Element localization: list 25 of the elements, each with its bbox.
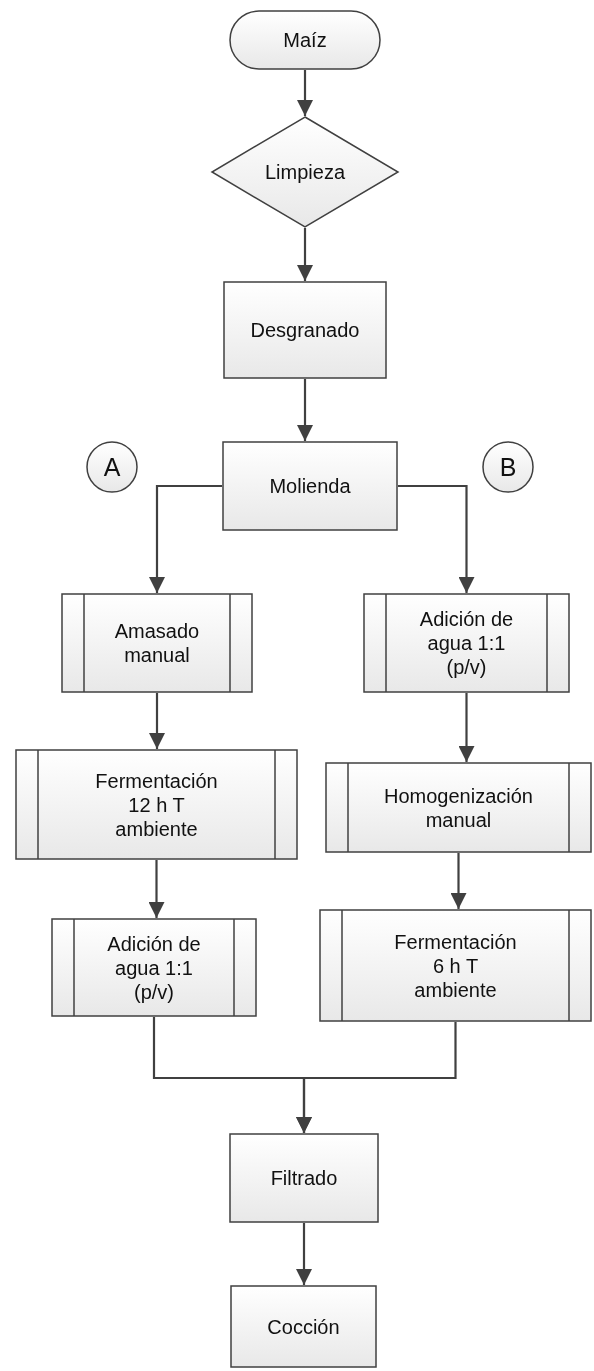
arrow	[296, 1022, 457, 1133]
arrow	[148, 860, 165, 918]
arrow	[458, 693, 475, 762]
node-label: Desgranado	[250, 318, 360, 342]
node-label: A	[103, 452, 121, 482]
node-label: Cocción	[267, 1314, 340, 1339]
node-label: Adición de agua 1:1 (p/v)	[418, 607, 515, 679]
node-label: Homogenización manual	[383, 783, 534, 832]
node-label: Filtrado	[270, 1166, 338, 1190]
node-label: Limpieza	[264, 160, 345, 184]
node-label: Amasado manual	[113, 619, 201, 667]
arrow	[297, 70, 313, 116]
arrow	[297, 379, 313, 441]
node-label: Maíz	[283, 28, 327, 52]
node-label: B	[499, 452, 517, 482]
arrow	[450, 853, 467, 909]
arrow	[297, 228, 313, 281]
node-label: Fermentación 12 h T ambiente	[94, 768, 219, 841]
arrow	[296, 1223, 312, 1285]
node-label: Fermentación 6 h T ambiente	[393, 929, 518, 1002]
arrow	[149, 484, 222, 593]
arrow	[398, 484, 475, 593]
node-label: Adición de agua 1:1 (p/v)	[106, 931, 202, 1004]
arrow	[149, 693, 165, 749]
node-label: Molienda	[269, 474, 351, 498]
